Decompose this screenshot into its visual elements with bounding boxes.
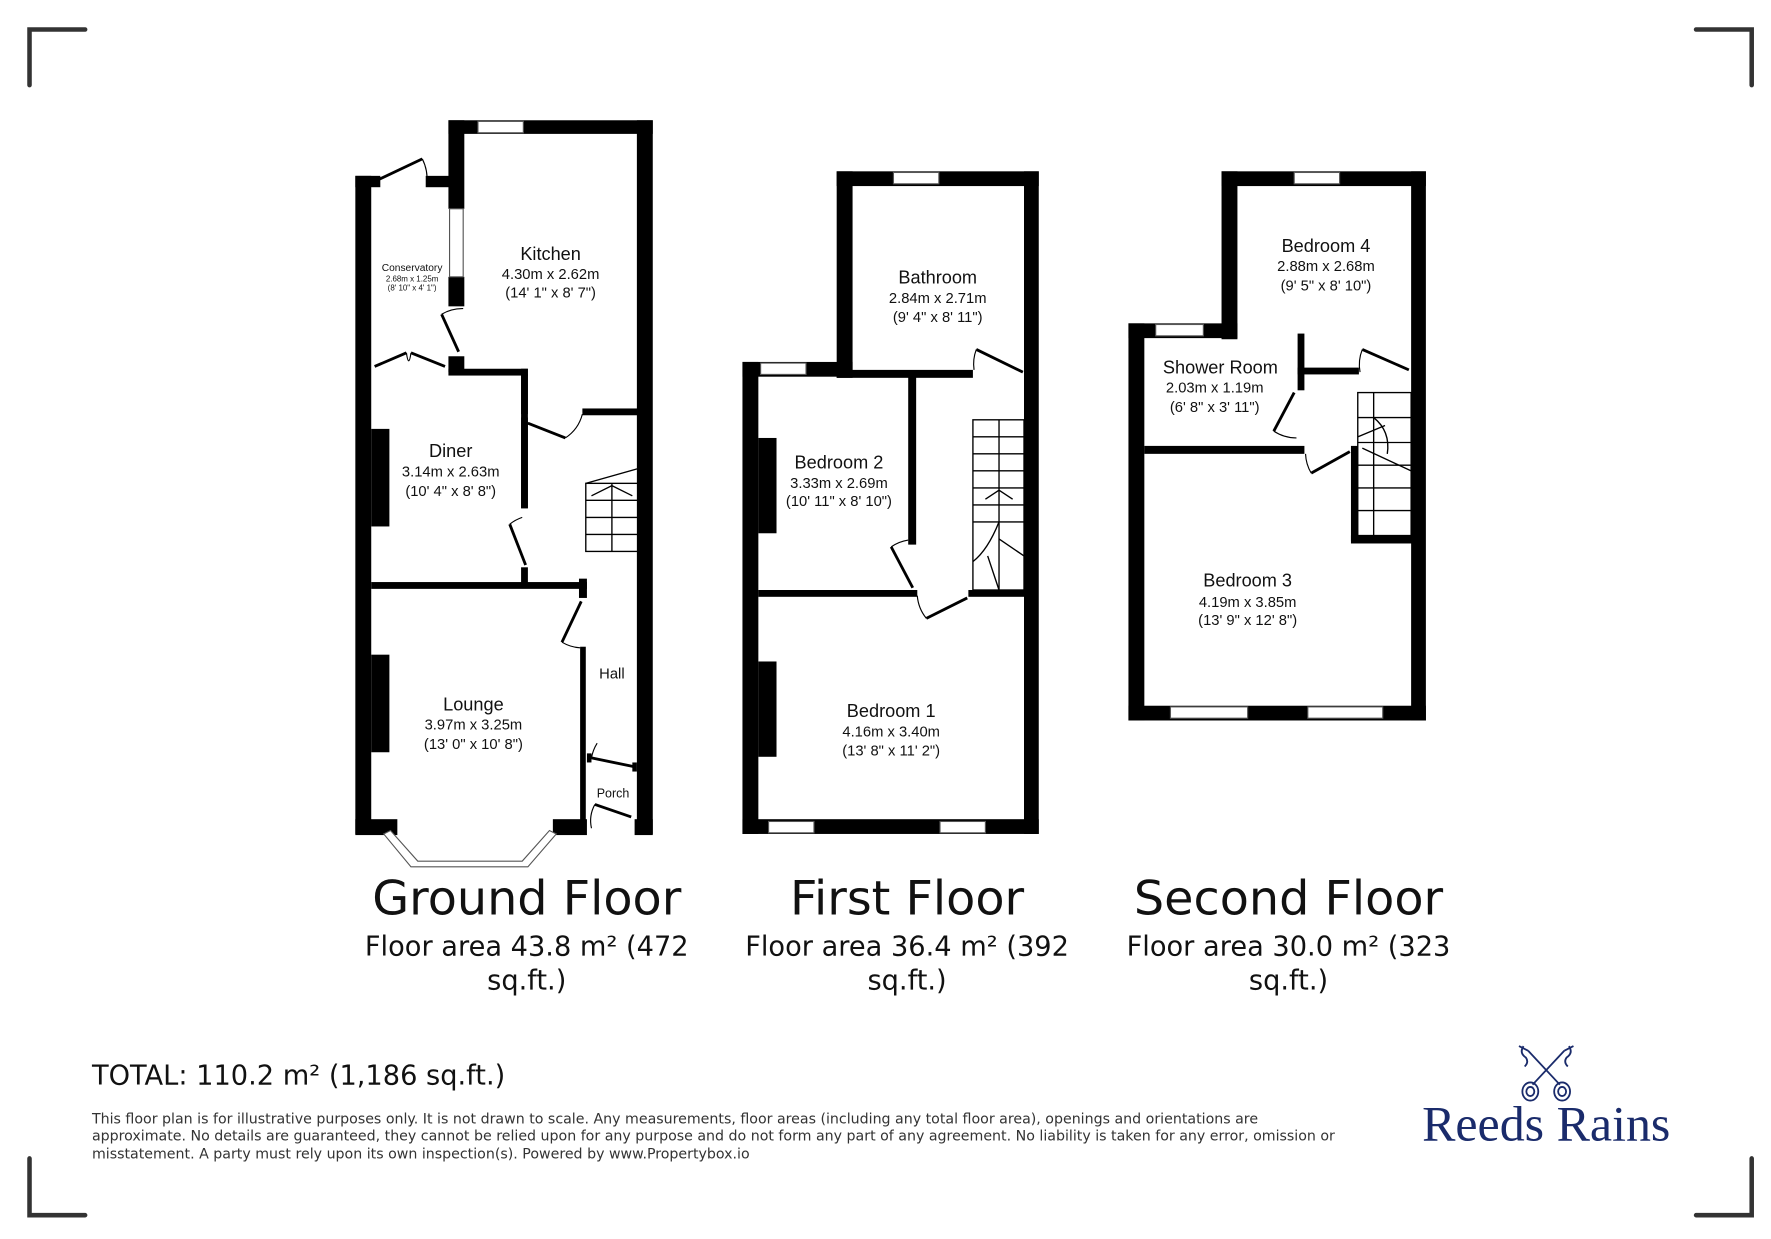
room-name: Bedroom 3 — [1203, 571, 1292, 591]
room-name: Shower Room — [1163, 357, 1278, 377]
first-floor-caption: First Floor Floor area 36.4 m² (392 sq.f… — [745, 872, 1069, 997]
crossed-keys-icon — [1518, 1045, 1574, 1102]
floor-area-unit: sq.ft.) — [867, 965, 946, 996]
shower-room-window — [1155, 323, 1204, 337]
ground-floor-stairs — [585, 467, 639, 553]
crop-mark-bottom-left — [27, 1156, 88, 1218]
bedroom2-window — [760, 362, 807, 375]
disclaimer-line-1: This floor plan is for illustrative purp… — [91, 1111, 1258, 1127]
room-bedroom-2: Bedroom 2 3.33m x 2.69m (10' 11" x 8' 10… — [786, 453, 892, 510]
kitchen-window — [477, 120, 524, 134]
room-bedroom-1: Bedroom 1 4.16m x 3.40m (13' 8" x 11' 2"… — [842, 701, 940, 760]
room-name: Conservatory — [382, 263, 444, 274]
crop-mark-top-left — [27, 27, 88, 88]
room-dimensions-metric: 2.03m x 1.19m — [1166, 381, 1264, 397]
room-porch: Porch — [597, 787, 630, 801]
first-floor-stairs — [972, 419, 1025, 591]
room-dimensions-imperial: (13' 0" x 10' 8") — [424, 737, 523, 753]
room-dimensions-metric: 2.68m x 1.25m — [386, 274, 439, 283]
ground-floor-plan: Kitchen 4.30m x 2.62m (14' 1" x 8' 7") C… — [355, 120, 653, 868]
bedroom4-window — [1293, 171, 1341, 185]
room-dimensions-imperial: (9' 5" x 8' 10") — [1281, 278, 1372, 294]
room-diner: Diner 3.14m x 2.63m (10' 4" x 8' 8") — [402, 441, 500, 500]
floor-title: Ground Floor — [372, 872, 681, 927]
room-hall: Hall — [599, 667, 624, 683]
floor-area-unit: sq.ft.) — [1249, 965, 1328, 996]
floor-title: First Floor — [790, 872, 1024, 927]
floor-area: Floor area 30.0 m² (323 — [1127, 931, 1451, 962]
room-name: Bedroom 2 — [795, 453, 884, 473]
first-floor-plan: Bathroom 2.84m x 2.71m (9' 4" x 8' 11") … — [742, 171, 1039, 834]
bedroom1-window-right — [939, 820, 986, 834]
bedroom3-window-left — [1169, 706, 1249, 719]
ground-floor-caption: Ground Floor Floor area 43.8 m² (472 sq.… — [365, 872, 689, 997]
floor-area: Floor area 36.4 m² (392 — [745, 931, 1069, 962]
bedroom1-window-left — [768, 820, 815, 834]
room-dimensions-imperial: (6' 8" x 3' 11") — [1170, 400, 1260, 416]
room-dimensions-imperial: (10' 11" x 8' 10") — [786, 494, 892, 510]
room-name: Bedroom 4 — [1282, 236, 1371, 256]
room-dimensions-imperial: (9' 4" x 8' 11") — [893, 310, 983, 326]
room-name: Bathroom — [898, 268, 977, 288]
room-dimensions-metric: 4.19m x 3.85m — [1199, 595, 1297, 611]
floor-title: Second Floor — [1134, 872, 1444, 927]
lounge-bay-window — [382, 829, 558, 868]
room-dimensions-imperial: (13' 8" x 11' 2") — [842, 744, 940, 760]
second-floor-plan: Bedroom 4 2.88m x 2.68m (9' 5" x 8' 10")… — [1128, 171, 1426, 721]
room-dimensions-imperial: (14' 1" x 8' 7") — [505, 285, 596, 301]
room-dimensions-metric: 3.33m x 2.69m — [790, 476, 888, 492]
crop-marks — [27, 27, 1754, 1218]
crop-mark-top-right — [1693, 27, 1754, 88]
room-dimensions-metric: 4.30m x 2.62m — [502, 267, 600, 283]
room-bedroom-3: Bedroom 3 4.19m x 3.85m (13' 9" x 12' 8"… — [1198, 571, 1297, 630]
brand-logo: Reeds Rains — [1422, 1045, 1670, 1151]
bedroom3-window-right — [1307, 706, 1384, 719]
room-dimensions-metric: 2.88m x 2.68m — [1277, 259, 1375, 275]
kitchen-side-window — [448, 208, 464, 278]
room-dimensions-imperial: (13' 9" x 12' 8") — [1198, 613, 1297, 629]
second-floor-caption: Second Floor Floor area 30.0 m² (323 sq.… — [1127, 872, 1451, 997]
floor-area: Floor area 43.8 m² (472 — [365, 931, 689, 962]
bathroom-window — [892, 171, 940, 185]
disclaimer: This floor plan is for illustrative purp… — [91, 1111, 1335, 1162]
room-dimensions-metric: 3.97m x 3.25m — [425, 718, 523, 734]
room-lounge: Lounge 3.97m x 3.25m (13' 0" x 10' 8") — [424, 694, 523, 753]
room-dimensions-metric: 2.84m x 2.71m — [889, 291, 987, 307]
second-floor-stairs — [1357, 391, 1412, 537]
room-name: Kitchen — [520, 244, 581, 264]
room-dimensions-metric: 4.16m x 3.40m — [842, 724, 940, 740]
room-name: Bedroom 1 — [847, 701, 936, 721]
room-bedroom-4: Bedroom 4 2.88m x 2.68m (9' 5" x 8' 10") — [1277, 236, 1375, 295]
room-conservatory: Conservatory 2.68m x 1.25m (8' 10" x 4' … — [382, 263, 444, 292]
room-name: Diner — [429, 441, 472, 461]
room-shower-room: Shower Room 2.03m x 1.19m (6' 8" x 3' 11… — [1163, 357, 1278, 416]
brand-name: Reeds Rains — [1422, 1096, 1670, 1151]
room-kitchen: Kitchen 4.30m x 2.62m (14' 1" x 8' 7") — [502, 244, 600, 301]
room-name: Lounge — [443, 694, 504, 714]
disclaimer-line-2: approximate. No details are guaranteed, … — [92, 1128, 1335, 1144]
room-dimensions-imperial: (8' 10" x 4' 1") — [388, 283, 437, 292]
room-dimensions-imperial: (10' 4" x 8' 8") — [405, 484, 496, 500]
floor-area-unit: sq.ft.) — [487, 965, 566, 996]
room-dimensions-metric: 3.14m x 2.63m — [402, 465, 500, 481]
disclaimer-line-3: misstatement. A party must rely upon its… — [92, 1146, 750, 1162]
total-floor-area: TOTAL: 110.2 m² (1,186 sq.ft.) — [91, 1061, 505, 1092]
room-bathroom: Bathroom 2.84m x 2.71m (9' 4" x 8' 11") — [889, 268, 987, 327]
crop-mark-bottom-right — [1693, 1156, 1754, 1218]
